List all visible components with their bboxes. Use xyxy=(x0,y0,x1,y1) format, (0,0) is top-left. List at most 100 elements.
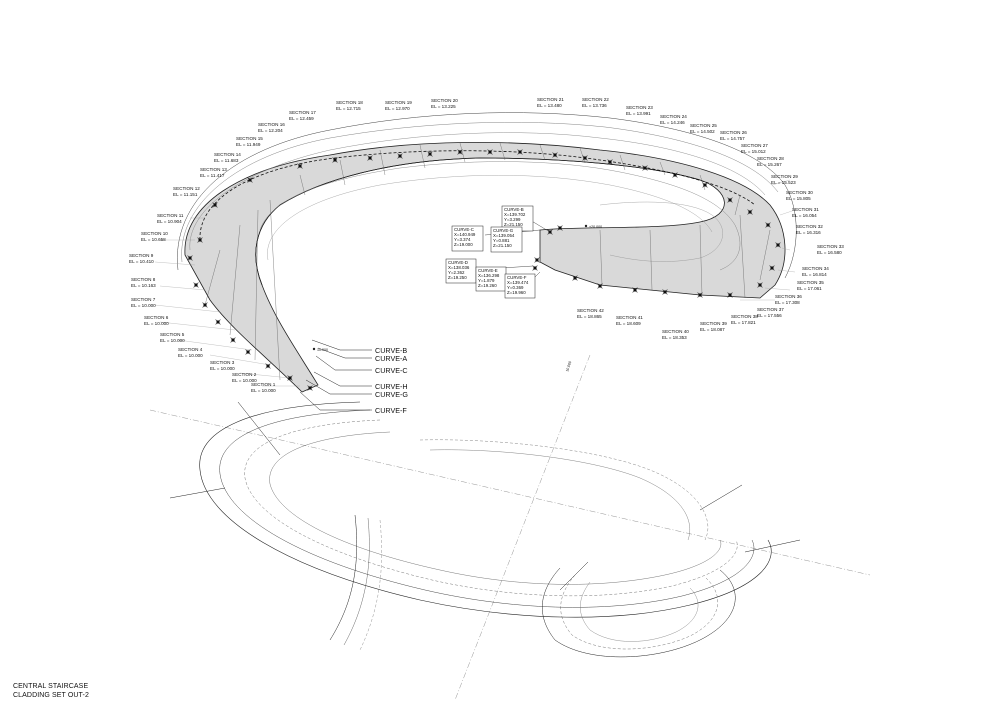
section-elevation: EL = 12.459 xyxy=(289,116,314,121)
curve-h-label: CURVE-H xyxy=(375,382,408,391)
section-name: SECTION 28 xyxy=(757,156,784,161)
plan-arc-2 xyxy=(219,409,755,608)
section-label-1: SECTION 1EL = 10.000 xyxy=(251,382,276,393)
inner-landing-wire xyxy=(599,201,723,262)
section-label-7: SECTION 7EL = 10.000 xyxy=(131,297,156,308)
section-elevation: EL = 12.715 xyxy=(336,106,361,111)
section-name: SECTION 40 xyxy=(662,329,689,334)
dimension-text: 10.000 xyxy=(317,348,328,352)
section-elevation: EL = 16.580 xyxy=(817,250,842,255)
section-elevation: EL = 15.523 xyxy=(771,180,796,185)
box-title: CURVE-C xyxy=(454,227,474,232)
section-name: SECTION 41 xyxy=(616,315,643,320)
section-elevation: EL = 18.609 xyxy=(616,321,641,326)
section-elevation: EL = 10.163 xyxy=(131,283,156,288)
section-name: SECTION 21 xyxy=(537,97,564,102)
handrail-inner xyxy=(189,132,766,251)
section-elevation: EL = 18.865 xyxy=(577,314,602,319)
box-y: Y=3.299 xyxy=(504,217,521,222)
section-elevation: EL = 17.061 xyxy=(797,286,822,291)
plan-landing-inner xyxy=(560,574,718,650)
title-line-2: CLADDING SET OUT-2 xyxy=(13,692,89,699)
box-title: CURVE-B xyxy=(504,207,524,212)
section-name: SECTION 18 xyxy=(336,100,363,105)
section-name: SECTION 7 xyxy=(131,297,156,302)
box-z: Z=21.150 xyxy=(504,222,523,227)
section-name: SECTION 36 xyxy=(775,294,802,299)
section-elevation: EL = 14.246 xyxy=(660,120,685,125)
box-title: CURVE-G xyxy=(493,228,514,233)
curve-box-d: CURVE-D X=138.036 Y=2.362 Z=19.250 xyxy=(445,258,477,284)
section-elevation: EL = 13.736 xyxy=(582,103,607,108)
curve-f-label: CURVE-F xyxy=(375,406,407,415)
section-elevation: EL = 10.000 xyxy=(178,353,203,358)
plan-view: 10.000 xyxy=(149,354,871,701)
plan-arc-3 xyxy=(244,419,738,597)
section-elevation: EL = 10.000 xyxy=(210,366,235,371)
section-name: SECTION 8 xyxy=(131,277,156,282)
section-elevation: EL = 18.353 xyxy=(662,335,687,340)
section-elevation: EL = 13.480 xyxy=(537,103,562,108)
section-elevation: EL = 13.991 xyxy=(626,111,651,116)
curve-a-label: CURVE-A xyxy=(375,354,407,363)
section-name: SECTION 25 xyxy=(690,123,717,128)
plan-arc-5 xyxy=(419,439,709,541)
section-elevation: EL = 15.267 xyxy=(757,162,782,167)
box-x: X=136.298 xyxy=(478,273,500,278)
box-z: Z=19.250 xyxy=(448,275,467,280)
section-name: SECTION 5 xyxy=(160,332,185,337)
section-name: SECTION 17 xyxy=(289,110,316,115)
box-z: Z=21.150 xyxy=(493,243,512,248)
section-name: SECTION 11 xyxy=(157,213,184,218)
section-name: SECTION 6 xyxy=(144,315,169,320)
section-name: SECTION 12 xyxy=(173,186,200,191)
section-elevation: EL = 16.814 xyxy=(802,272,827,277)
inner-stair-wire xyxy=(259,161,741,271)
section-name: SECTION 23 xyxy=(626,105,653,110)
plan-outer-arc xyxy=(199,401,772,618)
section-name: SECTION 33 xyxy=(817,244,844,249)
handrail-mid xyxy=(181,122,779,263)
curve-box-c: CURVE-C X=140.949 Y=3.374 Z=19.000 xyxy=(451,225,484,252)
section-name: SECTION 4 xyxy=(178,347,203,352)
box-x: X=138.036 xyxy=(448,265,470,270)
curve-b-label: CURVE-B xyxy=(375,346,407,355)
section-elevation: EL = 11.949 xyxy=(236,142,261,147)
section-name: SECTION 30 xyxy=(786,190,813,195)
section-label-8: SECTION 8EL = 10.163 xyxy=(131,277,156,288)
section-elevation: EL = 11.417 xyxy=(200,173,225,178)
section-name: SECTION 35 xyxy=(797,280,824,285)
box-x: X=140.949 xyxy=(454,232,476,237)
box-z: Z=19.000 xyxy=(454,242,473,247)
section-name: SECTION 34 xyxy=(802,266,829,271)
box-y: Y=2.362 xyxy=(448,270,465,275)
section-elevation: EL = 17.556 xyxy=(757,313,782,318)
radial-lines xyxy=(169,401,801,553)
section-elevation: EL = 10.658 xyxy=(141,237,166,242)
box-title: CURVE-F xyxy=(507,275,527,280)
box-y: Y=0.881 xyxy=(493,238,510,243)
section-label-5: SECTION 5EL = 10.000 xyxy=(160,332,185,343)
section-name: SECTION 15 xyxy=(236,136,263,141)
section-name: SECTION 14 xyxy=(214,152,241,157)
section-elevation: EL = 15.805 xyxy=(786,196,811,201)
box-y: Y=1.879 xyxy=(478,278,495,283)
section-label-4: SECTION 4EL = 10.000 xyxy=(178,347,203,358)
section-elevation: EL = 13.225 xyxy=(431,104,456,109)
